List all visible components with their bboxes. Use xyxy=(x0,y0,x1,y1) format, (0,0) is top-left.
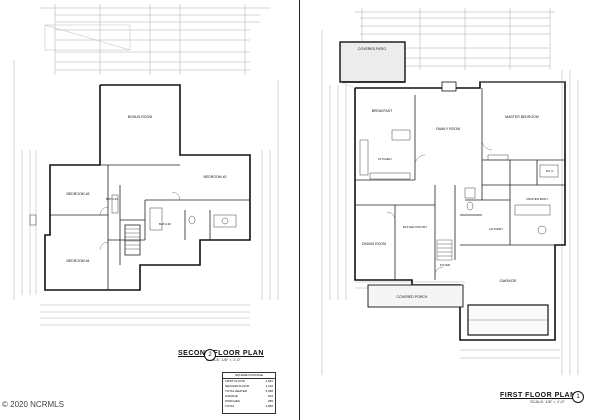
room-label-bath3: BATH #3 xyxy=(106,197,118,201)
room-label-bath2: BATH #2 xyxy=(159,222,171,226)
room-label-bedroom3: BEDROOM #3 xyxy=(67,192,90,196)
room-label-butler: BUTLER PANTRY xyxy=(403,225,428,229)
room-label-master-bedroom: MASTER BEDROOM xyxy=(505,115,539,119)
first-floor-number: 1 xyxy=(572,391,584,403)
interior-walls xyxy=(355,88,565,280)
dimension-lines-top xyxy=(40,4,270,75)
dimension-lines-side xyxy=(321,30,579,375)
room-label-covered-patio: COVERED PATIO xyxy=(358,47,387,51)
sheet-divider xyxy=(299,0,300,420)
fixtures xyxy=(111,194,237,231)
garage-door xyxy=(467,304,549,336)
roof-ridge xyxy=(339,81,565,89)
second-floor-title: SECOND FLOOR PLAN xyxy=(178,350,264,357)
room-label-bedroom2: BEDROOM #2 xyxy=(204,175,227,179)
table-header: SQUARE FOOTAGE xyxy=(223,373,275,379)
room-label-bedroom4: BEDROOM #4 xyxy=(67,259,90,263)
covered-patio xyxy=(339,41,406,83)
copyright-watermark: © 2020 NCRMLS xyxy=(2,400,64,409)
room-label-dining: DINING ROOM xyxy=(362,242,386,246)
dimension-lines-bottom xyxy=(40,304,250,326)
door-swings xyxy=(99,191,181,251)
stairs xyxy=(436,239,453,261)
room-label-breakfast: BREAKFAST xyxy=(372,109,393,113)
stairs xyxy=(125,228,140,250)
first-floor-title-block: FIRST FLOOR PLAN SCALE: 1/8" = 1'-0" xyxy=(500,392,576,404)
interior-walls xyxy=(50,164,250,290)
second-floor-number: 2 xyxy=(204,349,216,361)
room-label-foyer: FOYER xyxy=(440,263,451,267)
second-floor-scale: SCALE: 1/8" = 1'-0" xyxy=(206,357,241,362)
room-label-wic: W.I.C. xyxy=(546,169,554,173)
covered-porch xyxy=(367,284,464,308)
exterior-walls xyxy=(44,84,251,291)
second-floor-sheet: BONUS ROOM BEDROOM #2 BEDROOM #3 BEDROOM… xyxy=(2,4,279,414)
roof-outline xyxy=(44,24,131,51)
first-floor-plan-drawing: COVERED PATIO BREAKFAST FAMILY ROOM MAST… xyxy=(321,8,579,375)
first-floor-sheet: COVERED PATIO BREAKFAST FAMILY ROOM MAST… xyxy=(300,0,600,420)
room-label-covered-porch: COVERED PORCH xyxy=(397,295,428,299)
room-label-bonus: BONUS ROOM xyxy=(128,115,152,119)
room-label-kitchen: KITCHEN xyxy=(378,157,391,161)
fixtures xyxy=(359,129,559,235)
first-floor-title: FIRST FLOOR PLAN xyxy=(500,392,576,399)
room-label-master-bath: MASTER BATH xyxy=(526,197,547,201)
fireplace xyxy=(441,81,457,92)
second-floor-title-block: SECOND FLOOR PLAN SCALE: 1/8" = 1'-0" xyxy=(178,350,264,362)
room-label-garage: GARAGE xyxy=(499,278,516,283)
second-floor-plan-drawing: BONUS ROOM BEDROOM #2 BEDROOM #3 BEDROOM… xyxy=(13,4,279,326)
section-marker xyxy=(29,214,37,226)
room-label-laundry: LAUNDRY xyxy=(489,227,503,231)
first-floor-scale: SCALE: 1/8" = 1'-0" xyxy=(530,399,565,404)
dimension-lines-side xyxy=(13,60,279,300)
room-label-family: FAMILY ROOM xyxy=(436,127,460,131)
door-swings xyxy=(386,139,493,276)
